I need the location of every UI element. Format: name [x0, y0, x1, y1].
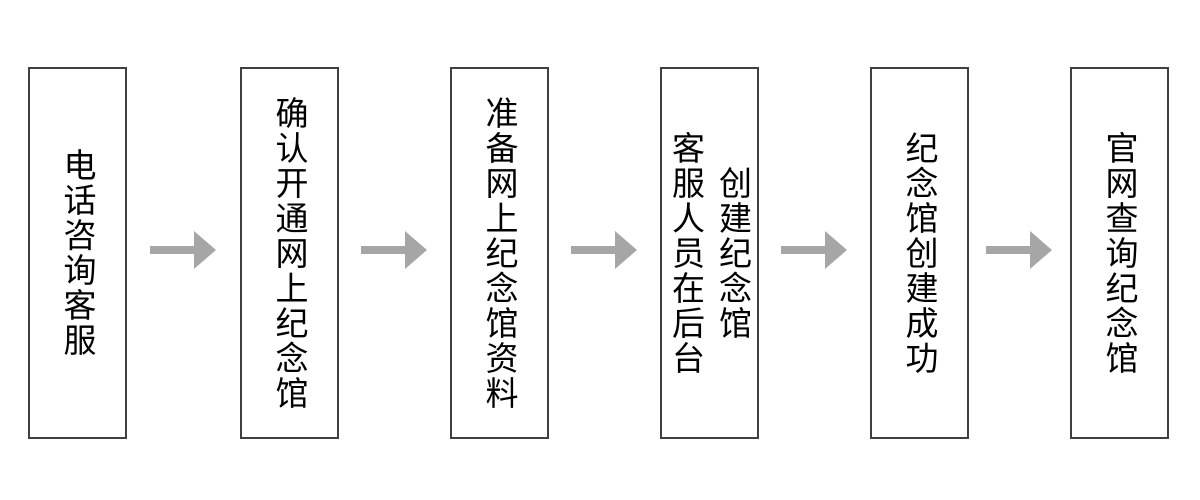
- flow-step-label-column-1: 客服人员在后台: [667, 130, 705, 376]
- right-arrow-icon: [571, 231, 637, 269]
- flow-step-label-column-2: 创建纪念馆: [714, 165, 752, 341]
- flow-step-label: 官网查询纪念馆: [1101, 130, 1138, 376]
- right-arrow-icon: [986, 231, 1052, 269]
- flow-step-confirm-open: 确认开通网上纪念馆: [240, 67, 339, 439]
- flow-step-prepare-materials: 准备网上纪念馆资料: [450, 67, 549, 439]
- flow-step-label: 准备网上纪念馆资料: [481, 95, 518, 411]
- flow-step-phone-consult: 电话咨询客服: [28, 67, 127, 439]
- flow-step-website-query: 官网查询纪念馆: [1070, 67, 1169, 439]
- right-arrow-icon: [150, 231, 216, 269]
- right-arrow-icon: [361, 231, 427, 269]
- flow-step-label: 确认开通网上纪念馆: [271, 95, 308, 411]
- flow-step-label: 纪念馆创建成功: [901, 130, 938, 376]
- flow-step-label: 电话咨询客服: [59, 148, 96, 358]
- right-arrow-icon: [781, 231, 847, 269]
- flow-step-backend-create: 客服人员在后台 创建纪念馆: [660, 67, 759, 439]
- flow-step-create-success: 纪念馆创建成功: [870, 67, 969, 439]
